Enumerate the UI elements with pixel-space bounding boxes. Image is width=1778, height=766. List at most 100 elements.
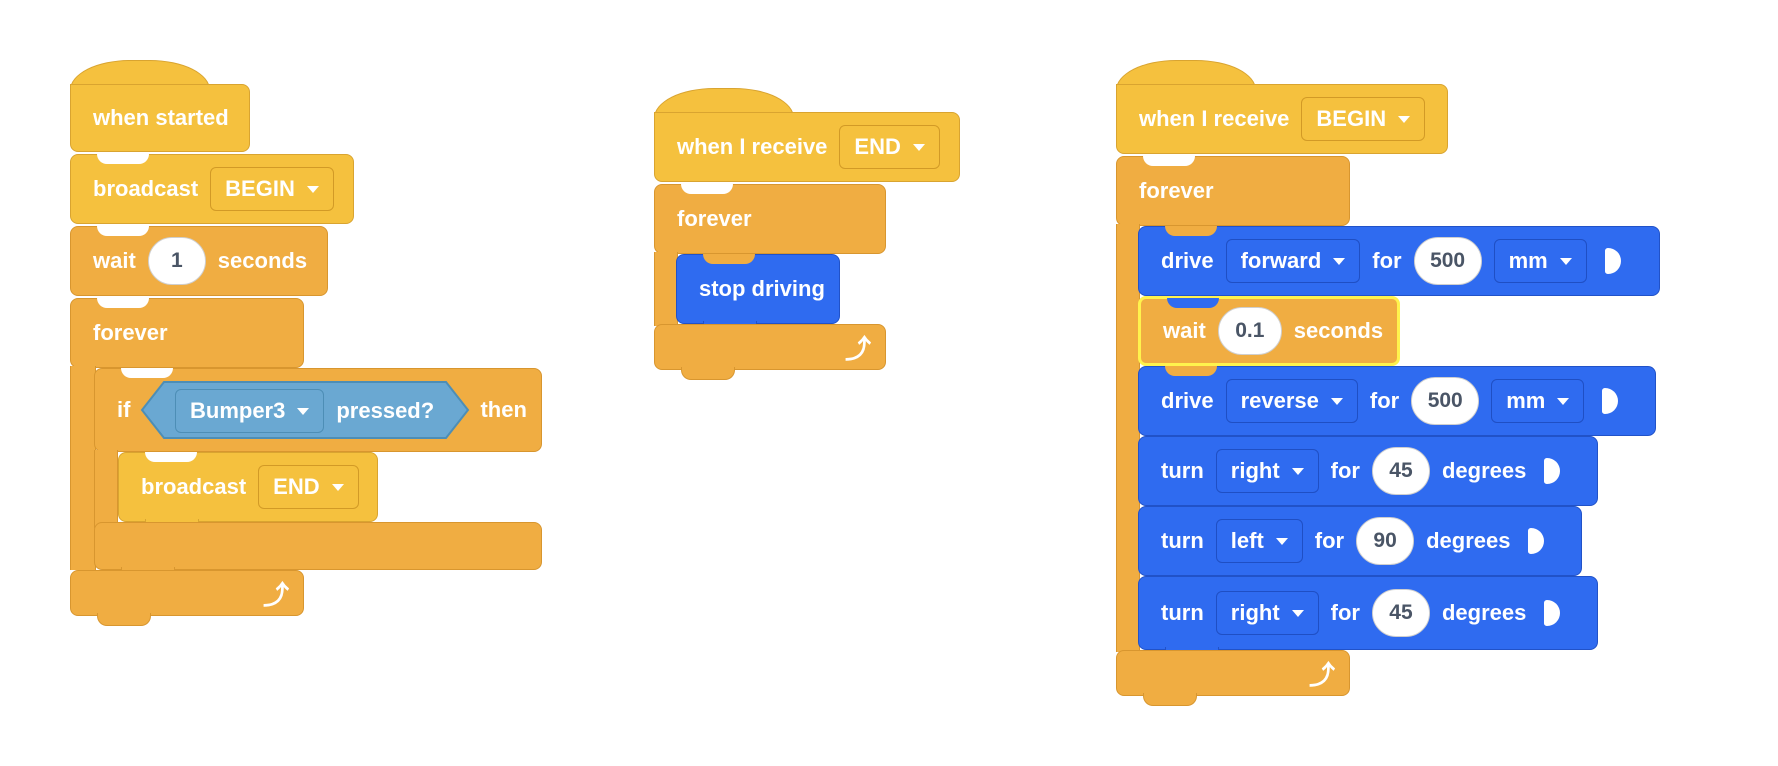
forever-arm	[1116, 224, 1140, 652]
turn-direction-value: right	[1230, 458, 1280, 483]
broadcast-end-dropdown-value: END	[273, 474, 320, 499]
turn-direction-value: left	[1230, 528, 1264, 553]
turn-label: turn	[1161, 528, 1204, 553]
wait-block[interactable]: wait 1 seconds	[70, 226, 328, 296]
forever-label: forever	[1139, 178, 1214, 203]
stop-driving-label: stop driving	[699, 276, 825, 301]
forever-block[interactable]: forever	[1116, 156, 1350, 226]
for-label: for	[1314, 528, 1345, 553]
turn-direction-dropdown[interactable]: right	[1215, 591, 1319, 635]
loop-arrow-icon: ⤴	[845, 334, 872, 364]
caret-down-icon	[1291, 609, 1304, 617]
when-receive-begin-block[interactable]: when I receive BEGIN	[1116, 84, 1448, 154]
drive-unit-value: mm	[1508, 248, 1548, 273]
forever-block-bottom: ⤴	[654, 324, 886, 380]
if-block-bottom	[94, 522, 542, 580]
turn-direction-dropdown[interactable]: left	[1215, 519, 1303, 563]
drive-label: drive	[1161, 388, 1214, 413]
drive-unit-dropdown[interactable]: mm	[1491, 379, 1585, 423]
forever-block[interactable]: forever	[654, 184, 886, 254]
caret-down-icon	[912, 143, 925, 151]
if-label: if	[117, 397, 131, 422]
turn-degrees-input[interactable]: 45	[1371, 447, 1430, 495]
caret-down-icon	[1291, 467, 1304, 475]
when-receive-end-block[interactable]: when I receive END	[654, 112, 960, 182]
for-label: for	[1369, 388, 1400, 413]
drive-label: drive	[1161, 248, 1214, 273]
wait-label: wait	[1163, 318, 1206, 343]
drive-unit-value: mm	[1506, 388, 1546, 413]
receive-dropdown[interactable]: BEGIN	[1301, 97, 1426, 141]
caret-down-icon	[1557, 397, 1570, 405]
loop-arrow-icon: ⤴	[1309, 660, 1336, 690]
caret-down-icon	[1275, 537, 1288, 545]
forever-arm	[654, 252, 678, 326]
turn-right-block[interactable]: turn right for 45 degrees	[1138, 576, 1598, 660]
caret-down-icon	[306, 185, 319, 193]
drive-direction-value: forward	[1240, 248, 1322, 273]
wait-label: wait	[93, 248, 136, 273]
caret-down-icon	[331, 483, 344, 491]
receive-dropdown-value: END	[854, 134, 901, 159]
seconds-label: seconds	[217, 248, 308, 273]
when-receive-label: when I receive	[1139, 106, 1290, 131]
broadcast-end-block[interactable]: broadcast END	[118, 452, 378, 532]
drive-direction-dropdown[interactable]: forward	[1225, 239, 1361, 283]
forever-arm	[70, 366, 96, 570]
turn-direction-dropdown[interactable]: right	[1215, 449, 1319, 493]
forever-block-bottom: ⤴	[1116, 650, 1350, 706]
receive-dropdown-value: BEGIN	[1316, 106, 1387, 131]
drive-unit-dropdown[interactable]: mm	[1493, 239, 1587, 283]
for-label: for	[1372, 248, 1402, 273]
if-block[interactable]: if then Bumper3 pressed?	[94, 368, 542, 452]
broadcast-label: broadcast	[93, 176, 199, 201]
degrees-label: degrees	[1426, 528, 1511, 553]
sensor-dropdown-value: Bumper3	[190, 398, 286, 423]
when-started-block[interactable]: when started	[70, 84, 250, 152]
play-arrow-icon	[1544, 600, 1561, 626]
drive-direction-dropdown[interactable]: reverse	[1225, 379, 1358, 423]
stop-driving-block[interactable]: stop driving	[676, 254, 840, 334]
then-label: then	[480, 397, 527, 422]
play-arrow-icon	[1528, 528, 1545, 554]
turn-degrees-input[interactable]: 45	[1371, 589, 1430, 637]
wait-seconds-input[interactable]: 0.1	[1217, 307, 1282, 355]
broadcast-begin-block[interactable]: broadcast BEGIN	[70, 154, 354, 224]
caret-down-icon	[1330, 397, 1343, 405]
when-started-label: when started	[93, 105, 229, 130]
seconds-label: seconds	[1293, 318, 1384, 343]
turn-degrees-input[interactable]: 90	[1356, 517, 1415, 565]
loop-arrow-icon: ⤴	[263, 580, 290, 610]
caret-down-icon	[297, 407, 310, 415]
forever-label: forever	[677, 206, 752, 231]
turn-left-block[interactable]: turn left for 90 degrees	[1138, 506, 1582, 576]
wait-block-highlighted[interactable]: wait 0.1 seconds	[1138, 296, 1400, 366]
forever-label: forever	[93, 320, 168, 345]
play-arrow-icon	[1544, 458, 1561, 484]
play-arrow-icon	[1602, 388, 1619, 414]
play-arrow-icon	[1604, 248, 1621, 274]
drive-distance-input[interactable]: 500	[1413, 237, 1482, 285]
sensor-dropdown[interactable]: Bumper3	[175, 389, 325, 433]
drive-forward-block[interactable]: drive forward for 500 mm	[1138, 226, 1660, 296]
caret-down-icon	[1559, 257, 1572, 265]
for-label: for	[1330, 458, 1360, 483]
turn-direction-value: right	[1230, 600, 1280, 625]
drive-direction-value: reverse	[1240, 388, 1319, 413]
wait-seconds-input[interactable]: 1	[147, 237, 206, 285]
turn-right-block[interactable]: turn right for 45 degrees	[1138, 436, 1598, 506]
broadcast-dropdown-value: BEGIN	[225, 176, 295, 201]
pressed-label: pressed?	[336, 398, 435, 423]
broadcast-end-dropdown[interactable]: END	[258, 465, 359, 509]
turn-label: turn	[1161, 458, 1204, 483]
when-receive-label: when I receive	[677, 134, 828, 159]
broadcast-dropdown[interactable]: BEGIN	[210, 167, 334, 211]
caret-down-icon	[1333, 257, 1346, 265]
turn-label: turn	[1161, 600, 1204, 625]
receive-dropdown[interactable]: END	[839, 125, 940, 169]
broadcast-label: broadcast	[141, 474, 247, 499]
drive-reverse-block[interactable]: drive reverse for 500 mm	[1138, 366, 1656, 436]
drive-distance-input[interactable]: 500	[1411, 377, 1480, 425]
forever-block[interactable]: forever	[70, 298, 304, 368]
if-arm	[94, 450, 118, 528]
